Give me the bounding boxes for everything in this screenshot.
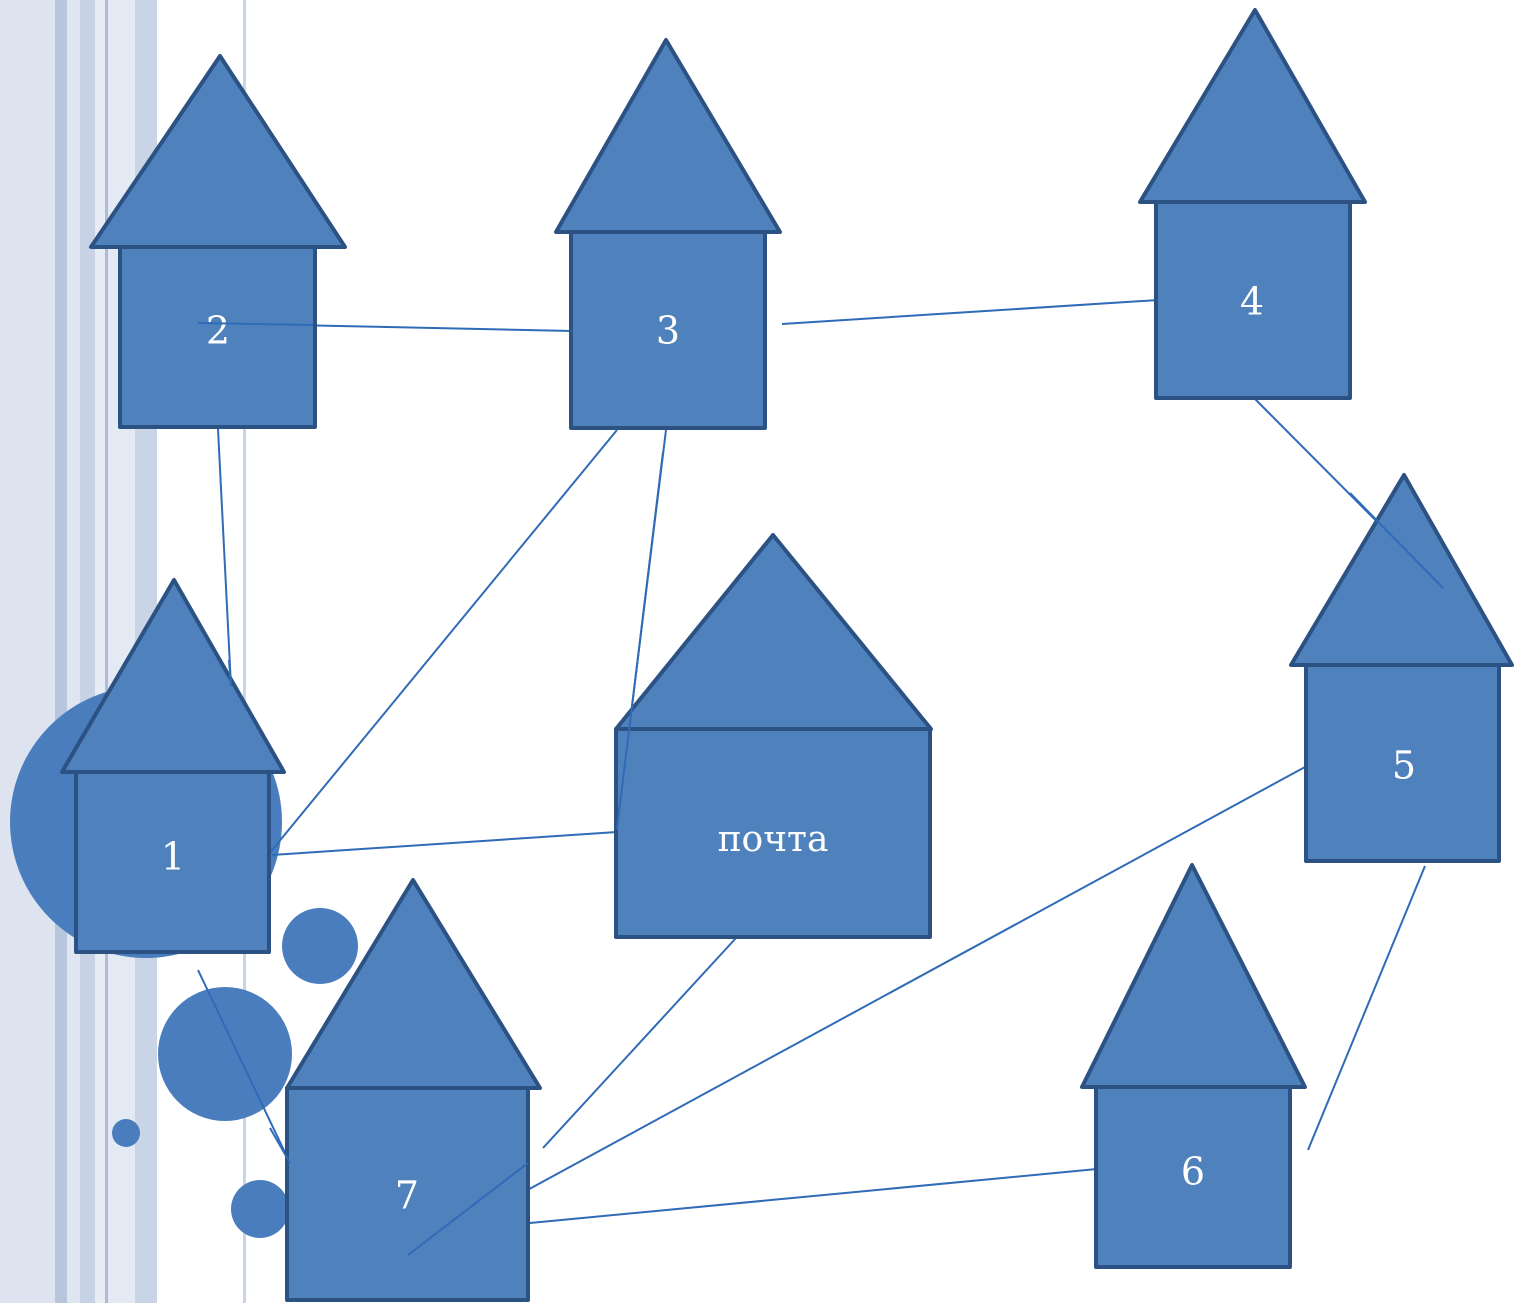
house-5-roof [1289, 473, 1514, 667]
circle-small [231, 1180, 289, 1238]
house-5: 5 [1289, 473, 1514, 863]
stripe-6 [105, 0, 108, 1303]
edge-2-3-overlay [197, 322, 314, 326]
edge-1-7 [197, 969, 291, 1164]
house-6-label: 6 [1181, 1150, 1205, 1194]
edge-1-post [271, 831, 618, 856]
circle-medium [158, 987, 292, 1121]
house-6: 6 [1080, 863, 1307, 1269]
edge-5-7-overlay [407, 1162, 529, 1256]
stripe-9 [243, 0, 246, 1303]
edge-1-7-overlay [269, 1127, 291, 1164]
stripe-2 [55, 0, 67, 1303]
house-post-office: почта [614, 533, 933, 939]
house-5-label: 5 [1392, 744, 1416, 788]
edge-5-6 [1307, 865, 1426, 1151]
circle-tiny [112, 1119, 140, 1147]
edge-post-7 [542, 937, 737, 1149]
house-4: 4 [1138, 8, 1367, 400]
edge-3-4 [781, 299, 1159, 325]
edge-4-5-overlay [1349, 492, 1444, 589]
house-1-body [74, 770, 271, 954]
house-5-body [1304, 663, 1501, 863]
house-7: 7 [285, 878, 542, 1302]
house-7-label: 7 [395, 1174, 419, 1218]
edge-2-1-overlay [228, 659, 232, 687]
circle-medium-small [282, 908, 358, 984]
house-4-body [1154, 200, 1352, 400]
house-2-body [118, 245, 317, 429]
house-4-roof [1138, 8, 1367, 204]
edge-5-7 [407, 766, 1306, 1256]
stripe-1 [0, 0, 55, 1303]
house-3: 3 [554, 38, 782, 430]
house-post-office-body [614, 727, 932, 939]
house-1-label: 1 [161, 835, 185, 879]
stripe-5 [95, 0, 105, 1303]
edge-3-1 [267, 429, 618, 856]
house-3-label: 3 [656, 309, 680, 353]
houses: 2 3 4 1 почта 5 6 [60, 8, 1514, 1302]
edge-2-1 [217, 428, 232, 687]
overlay-lines [197, 322, 1444, 1256]
edge-7-6 [529, 1168, 1098, 1224]
house-1: 1 [60, 578, 286, 954]
house-2-label: 2 [206, 309, 230, 353]
house-post-office-label: почта [718, 819, 829, 860]
stripe-4 [80, 0, 95, 1303]
house-post-office-roof [614, 533, 933, 731]
house-6-body [1094, 1085, 1292, 1269]
house-2: 2 [89, 54, 347, 429]
stripe-3 [67, 0, 80, 1303]
house-3-body [569, 230, 767, 430]
house-4-label: 4 [1240, 280, 1264, 324]
house-3-roof [554, 38, 782, 234]
edge-3-post-overlay [616, 451, 664, 830]
house-6-roof [1080, 863, 1307, 1089]
